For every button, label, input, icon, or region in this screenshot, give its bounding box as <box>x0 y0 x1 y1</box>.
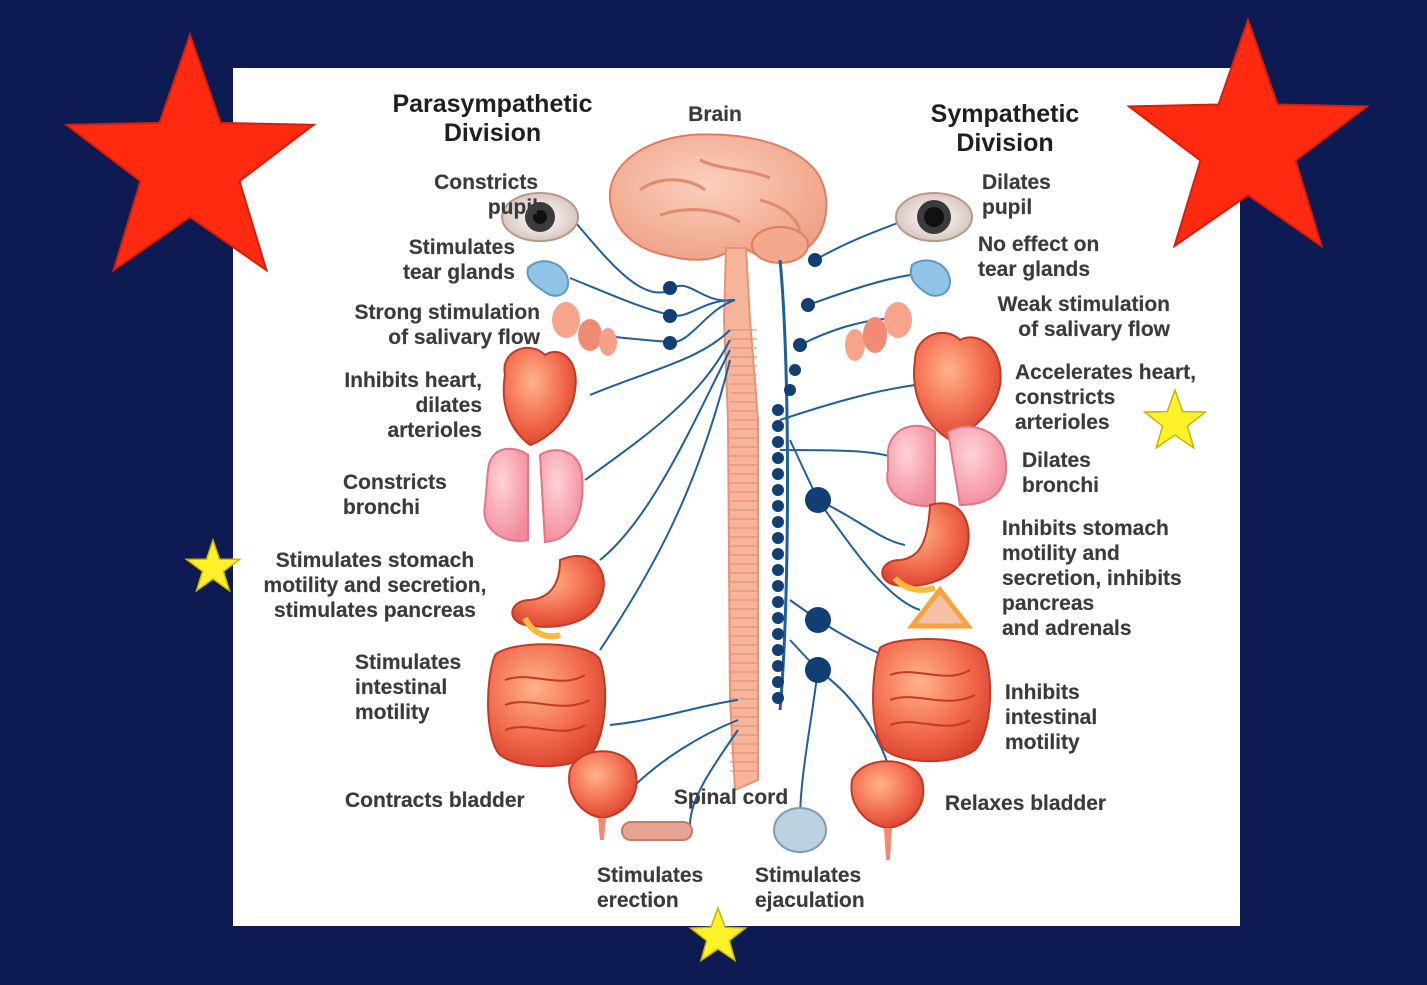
symp-ejaculation-label: Stimulates ejaculation <box>755 864 865 912</box>
salivary-gland-left-illustration <box>552 302 617 356</box>
para-stomach-label: Stimulates stomach motility and secretio… <box>263 549 487 622</box>
brain-label: Brain <box>688 103 742 126</box>
para-pupil-label: Constricts pupil <box>434 171 538 219</box>
para-erection-label: Stimulates erection <box>597 864 704 912</box>
heart-left-illustration <box>502 346 577 447</box>
symp-stomach-label: Inhibits stomach motility and secretion,… <box>1002 517 1182 640</box>
decorations <box>63 16 1370 963</box>
stomach-right-illustration <box>881 502 970 593</box>
lungs-left-illustration <box>483 447 584 544</box>
yellow-star-icon <box>688 905 748 963</box>
para-heart-label: Inhibits heart, dilates arterioles <box>344 369 482 442</box>
spinal-cord-label: Spinal cord <box>673 786 789 809</box>
bladder-right-illustration <box>850 760 925 860</box>
tear-gland-right-illustration <box>909 259 952 297</box>
symp-bladder-label: Relaxes bladder <box>945 792 1107 815</box>
para-bronchi-label: Constricts bronchi <box>343 471 447 519</box>
heart-right-illustration <box>913 331 1002 442</box>
para-intestine-label: Stimulates intestinal motility <box>355 651 462 724</box>
red-star-icon <box>1126 16 1370 249</box>
lungs-right-illustration <box>886 424 1007 507</box>
spinal-cord-illustration <box>722 247 759 792</box>
eye-right-illustration <box>895 192 973 242</box>
sympathetic-organs <box>773 192 1007 860</box>
intestines-right-illustration <box>872 638 992 763</box>
stomach-left-illustration <box>511 554 605 640</box>
symp-heart-label: Accelerates heart, constricts arterioles <box>1015 361 1196 434</box>
sympathetic-title: Sympathetic Division <box>930 100 1080 157</box>
parasympathetic-title: Parasympathetic Division <box>392 90 593 147</box>
para-tear-label: Stimulates tear glands <box>402 236 515 284</box>
adrenal-gland-illustration <box>906 585 974 629</box>
yellow-star-icon <box>1142 387 1208 450</box>
para-salivary-label: Strong stimulation of salivary flow <box>354 301 540 349</box>
parasympathetic-organs <box>483 192 693 841</box>
red-star-icon <box>63 31 317 273</box>
seminal-vesicle-illustration <box>773 807 827 853</box>
tear-gland-left-illustration <box>526 260 570 297</box>
ganglia <box>663 253 831 704</box>
eye-left-illustration <box>501 192 579 242</box>
symp-bronchi-label: Dilates bronchi <box>1022 449 1099 497</box>
intestines-left-illustration <box>487 643 607 768</box>
bladder-left-illustration <box>568 750 638 840</box>
symp-intestine-label: Inhibits intestinal motility <box>1005 681 1098 754</box>
symp-pupil-label: Dilates pupil <box>982 171 1051 219</box>
symp-tear-label: No effect on tear glands <box>978 233 1100 281</box>
brain-illustration <box>609 133 828 264</box>
symp-salivary-label: Weak stimulation of salivary flow <box>997 293 1171 341</box>
salivary-gland-right-illustration <box>845 302 912 361</box>
yellow-star-icon <box>184 537 242 593</box>
penis-illustration <box>621 821 693 841</box>
para-bladder-label: Contracts bladder <box>345 789 525 812</box>
